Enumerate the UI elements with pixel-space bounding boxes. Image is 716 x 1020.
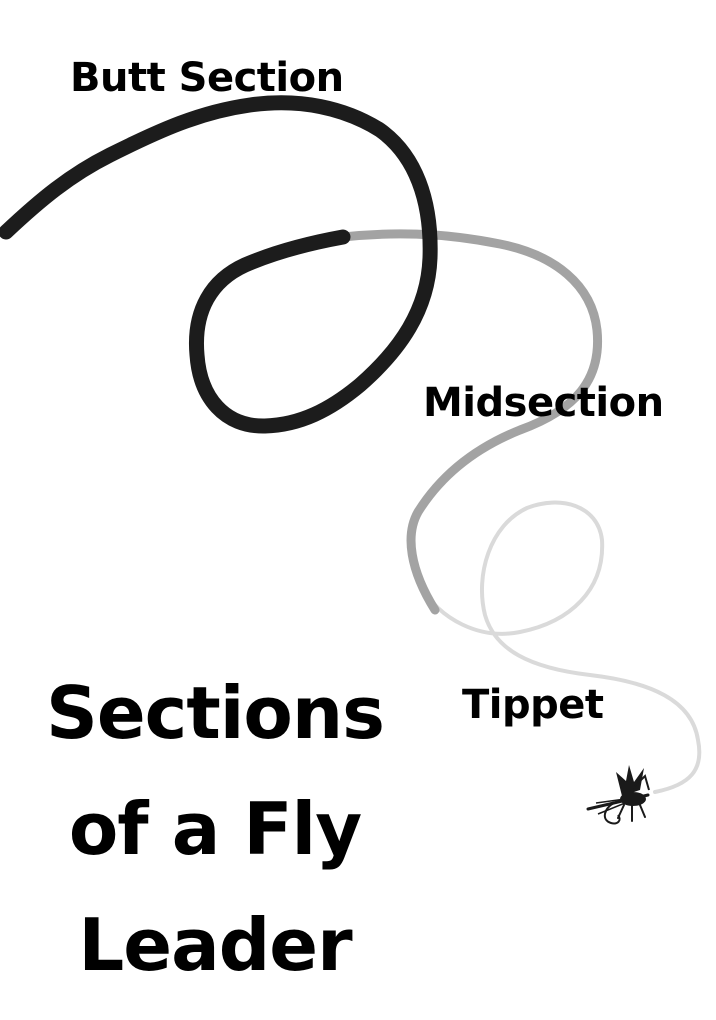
- fly-icon: [586, 765, 650, 825]
- tippet-line: [418, 500, 702, 794]
- title-line-1: Sections: [45, 671, 385, 755]
- title-line-2: of a Fly: [68, 787, 362, 871]
- butt-section-line: [0, 95, 438, 434]
- tippet-label: Tippet: [462, 682, 604, 728]
- midsection-label: Midsection: [423, 380, 664, 426]
- butt-section-label: Butt Section: [70, 55, 344, 101]
- title-line-3: Leader: [78, 903, 352, 987]
- midsection-line: [338, 229, 603, 615]
- diagram-title: Sections of a Fly Leader: [20, 655, 410, 1003]
